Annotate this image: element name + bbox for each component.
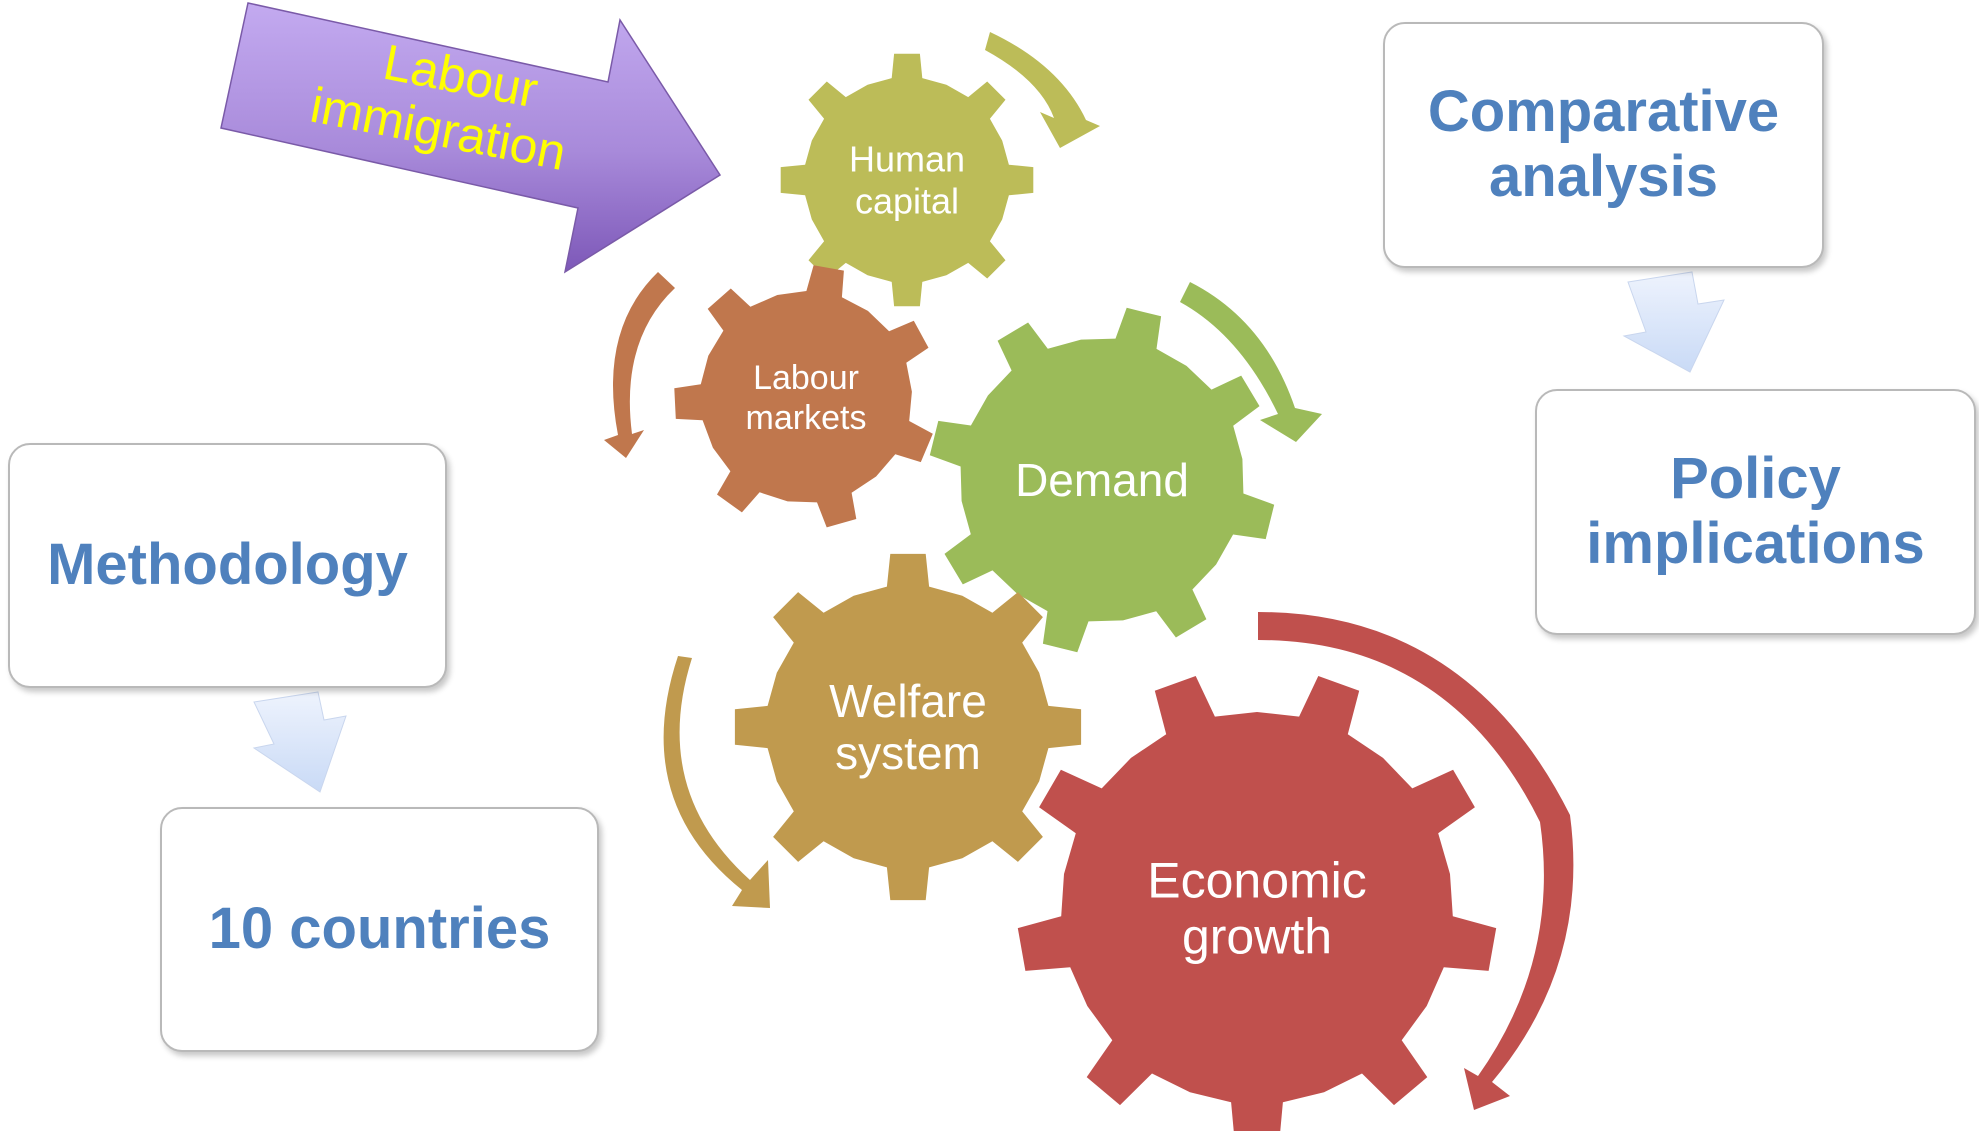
down-arrows xyxy=(252,271,1725,793)
human-capital-label-2: capital xyxy=(855,181,959,222)
economic-growth-gear xyxy=(1017,676,1497,1136)
countries-box: 10 countries xyxy=(160,807,599,1052)
human-capital-gear xyxy=(780,53,1034,307)
methodology-box: Methodology xyxy=(8,443,447,688)
economic-growth-label-2: growth xyxy=(1182,909,1332,965)
human-capital-label-1: Human xyxy=(849,139,965,180)
labour-markets-cycle-arrow xyxy=(604,272,675,458)
labour-markets-label-2: markets xyxy=(746,399,867,437)
comparative-analysis-box: Comparative analysis xyxy=(1383,22,1824,268)
policy-implications-label: Policy implications xyxy=(1586,446,1925,576)
countries-label: 10 countries xyxy=(208,896,551,962)
down-arrow-methodology xyxy=(252,691,347,793)
labour-markets-label-1: Labour xyxy=(753,359,859,397)
methodology-label: Methodology xyxy=(47,532,408,598)
welfare-system-label-2: system xyxy=(835,727,981,779)
comparative-analysis-label: Comparative analysis xyxy=(1427,79,1780,209)
labour-markets-gear xyxy=(674,265,933,528)
demand-gear xyxy=(929,307,1275,653)
economic-growth-label-1: Economic xyxy=(1147,853,1367,909)
demand-cycle-arrow xyxy=(1180,282,1322,442)
down-arrow-comparative xyxy=(1622,271,1725,373)
welfare-system-label-1: Welfare xyxy=(829,675,987,727)
labour-immigration-arrow: Labour immigration xyxy=(220,2,722,274)
welfare-system-gear xyxy=(734,553,1082,901)
gears-group: HumancapitalLabourmarketsDemandWelfaresy… xyxy=(674,53,1497,1136)
cycle-arrows xyxy=(604,32,1574,1110)
welfare-cycle-arrow xyxy=(663,656,770,908)
human-capital-cycle-arrow xyxy=(985,32,1100,148)
policy-implications-box: Policy implications xyxy=(1535,389,1976,635)
economic-growth-cycle-arrow xyxy=(1258,612,1574,1110)
demand-label-1: Demand xyxy=(1015,454,1189,506)
